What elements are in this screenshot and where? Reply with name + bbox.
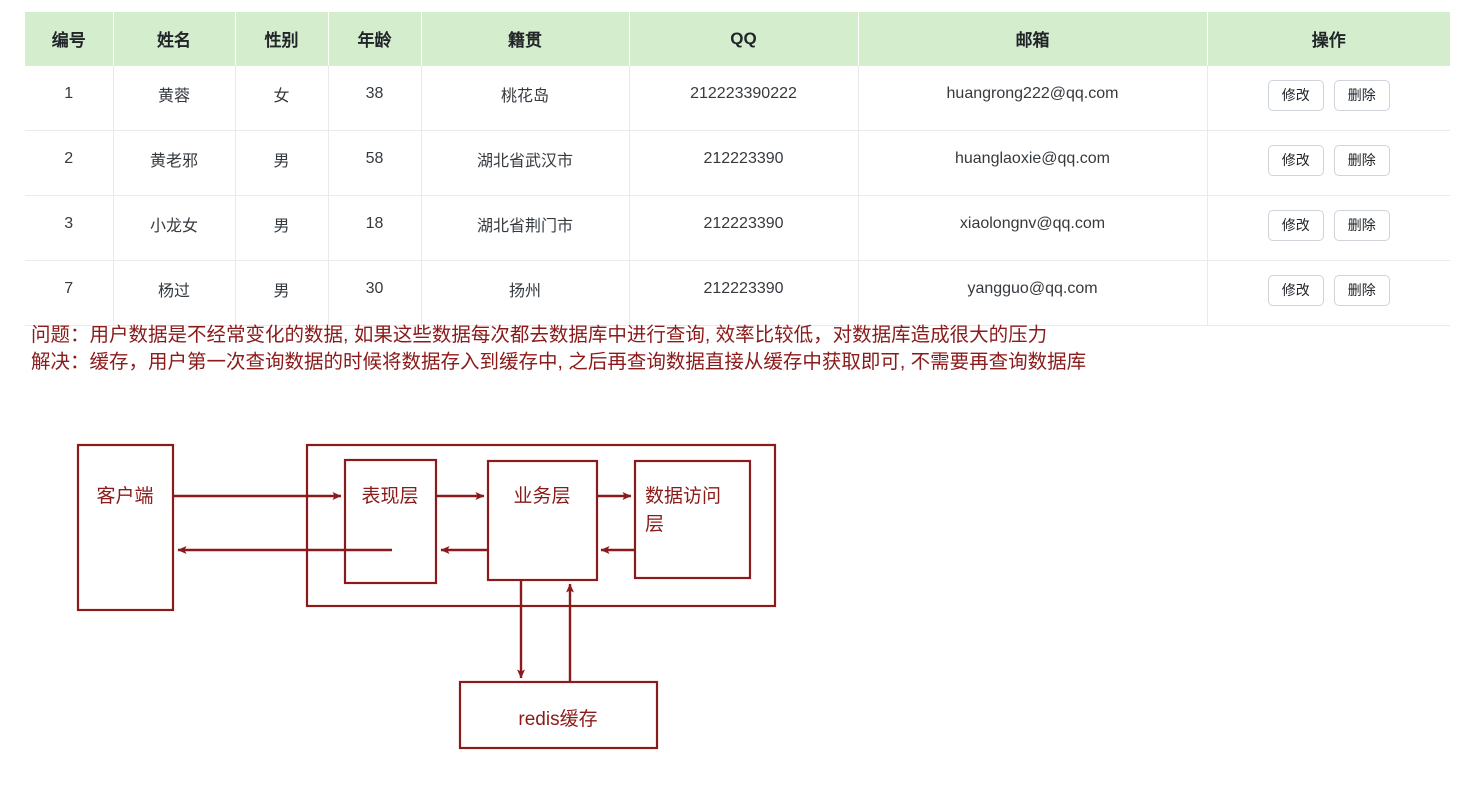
row-action-buttons: 修改 删除 [1212, 274, 1447, 306]
client-box [76, 443, 175, 612]
cell-id: 3 [25, 195, 113, 261]
cell-gender: 女 [234, 65, 328, 131]
cell-qq: 212223390 [628, 195, 858, 261]
cell-name: 小龙女 [112, 195, 235, 261]
cell-id: 2 [25, 130, 113, 196]
note-problem: 问题：用户数据是不经常变化的数据, 如果这些数据每次都去数据库中进行查询, 效率… [31, 324, 1048, 346]
cell-native: 桃花岛 [420, 65, 629, 131]
data-access-layer-label-line1: 数据访问 [645, 485, 721, 507]
table-header: 编号 姓名 性别 年龄 籍贯 QQ 邮箱 操作 [25, 12, 1450, 66]
row-action-buttons: 修改 删除 [1212, 144, 1447, 176]
cell-email: xiaolongnv@qq.com [857, 195, 1207, 261]
edit-button[interactable]: 修改 [1267, 274, 1324, 306]
table-row: 3 小龙女 男 18 湖北省荆门市 212223390 xiaolongnv@q… [25, 195, 1450, 261]
cell-name: 杨过 [112, 260, 235, 326]
delete-button[interactable]: 删除 [1333, 79, 1390, 111]
edit-button[interactable]: 修改 [1267, 79, 1324, 111]
server-container-box [305, 443, 777, 608]
cell-action: 修改 删除 [1206, 130, 1450, 196]
row-action-buttons: 修改 删除 [1212, 209, 1447, 241]
column-header-email: 邮箱 [857, 12, 1207, 66]
data-access-layer-label-line2: 层 [645, 514, 664, 535]
explanation-notes: 问题：用户数据是不经常变化的数据, 如果这些数据每次都去数据库中进行查询, 效率… [31, 322, 1086, 376]
redis-cache-label: redis缓存 [518, 708, 597, 730]
column-header-action: 操作 [1206, 12, 1450, 66]
user-table: 编号 姓名 性别 年龄 籍贯 QQ 邮箱 操作 1 黄蓉 女 38 桃花岛 21… [25, 12, 1450, 326]
delete-button[interactable]: 删除 [1333, 209, 1390, 241]
cell-native: 湖北省荆门市 [420, 195, 629, 261]
cell-email: huangrong222@qq.com [857, 65, 1207, 131]
cell-gender: 男 [234, 130, 328, 196]
business-layer-box [486, 459, 599, 582]
cell-action: 修改 删除 [1206, 260, 1450, 326]
cell-age: 18 [327, 195, 421, 261]
cell-age: 30 [327, 260, 421, 326]
cell-id: 1 [25, 65, 113, 131]
cell-gender: 男 [234, 195, 328, 261]
redis-cache-box [458, 680, 659, 750]
table-body: 1 黄蓉 女 38 桃花岛 212223390222 huangrong222@… [25, 65, 1450, 326]
column-header-id: 编号 [25, 12, 113, 66]
cell-qq: 212223390222 [628, 65, 858, 131]
cell-qq: 212223390 [628, 260, 858, 326]
cell-email: yangguo@qq.com [857, 260, 1207, 326]
row-action-buttons: 修改 删除 [1212, 79, 1447, 111]
client-box-label: 客户端 [96, 485, 153, 507]
column-header-native: 籍贯 [420, 12, 629, 66]
column-header-gender: 性别 [234, 12, 328, 66]
delete-button[interactable]: 删除 [1333, 144, 1390, 176]
cell-native: 湖北省武汉市 [420, 130, 629, 196]
presentation-layer-box [343, 458, 438, 585]
edit-button[interactable]: 修改 [1267, 209, 1324, 241]
column-header-qq: QQ [628, 12, 858, 66]
cell-id: 7 [25, 260, 113, 326]
cell-gender: 男 [234, 260, 328, 326]
architecture-diagram: 客户端 表现层 业务层 数据访问 层 redis缓存 [0, 420, 1475, 780]
cell-qq: 212223390 [628, 130, 858, 196]
user-table-container: 编号 姓名 性别 年龄 籍贯 QQ 邮箱 操作 1 黄蓉 女 38 桃花岛 21… [25, 12, 1450, 326]
table-row: 7 杨过 男 30 扬州 212223390 yangguo@qq.com 修改… [25, 260, 1450, 326]
cell-email: huanglaoxie@qq.com [857, 130, 1207, 196]
cell-action: 修改 删除 [1206, 195, 1450, 261]
presentation-layer-label: 表现层 [361, 485, 418, 507]
column-header-name: 姓名 [112, 12, 235, 66]
cell-age: 58 [327, 130, 421, 196]
cell-name: 黄老邪 [112, 130, 235, 196]
cell-name: 黄蓉 [112, 65, 235, 131]
data-access-layer-box [633, 459, 752, 580]
table-row: 1 黄蓉 女 38 桃花岛 212223390222 huangrong222@… [25, 65, 1450, 131]
cell-action: 修改 删除 [1206, 65, 1450, 131]
delete-button[interactable]: 删除 [1333, 274, 1390, 306]
note-solution: 解决：缓存，用户第一次查询数据的时候将数据存入到缓存中, 之后再查询数据直接从缓… [31, 351, 1087, 373]
cell-age: 38 [327, 65, 421, 131]
table-header-row: 编号 姓名 性别 年龄 籍贯 QQ 邮箱 操作 [25, 12, 1450, 66]
cell-native: 扬州 [420, 260, 629, 326]
business-layer-label: 业务层 [513, 485, 570, 507]
column-header-age: 年龄 [327, 12, 421, 66]
edit-button[interactable]: 修改 [1267, 144, 1324, 176]
table-row: 2 黄老邪 男 58 湖北省武汉市 212223390 huanglaoxie@… [25, 130, 1450, 196]
